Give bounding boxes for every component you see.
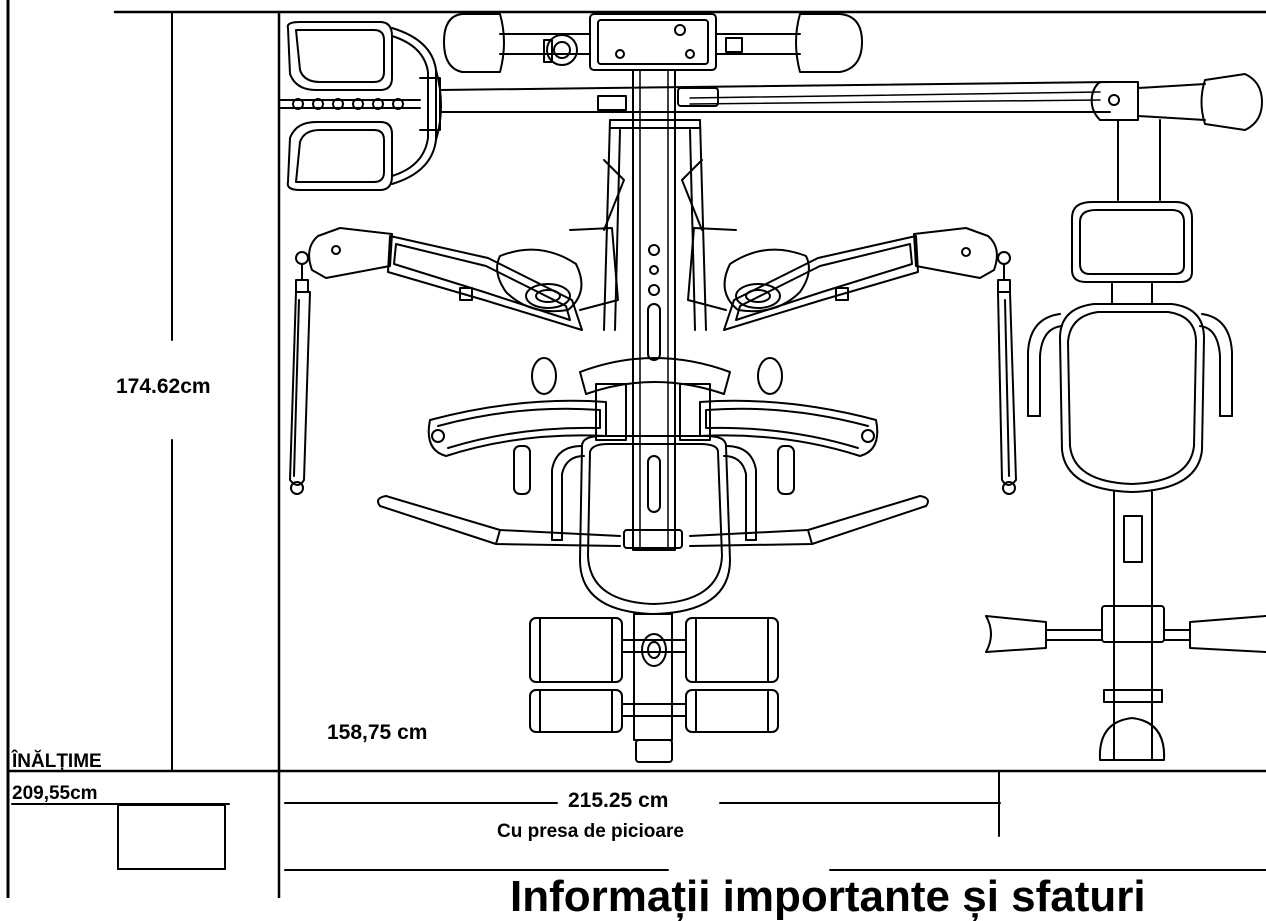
square-icon	[117, 804, 226, 870]
preacher-pad	[427, 357, 879, 495]
main-column	[597, 69, 719, 551]
side-chair	[985, 119, 1266, 761]
section-title: Informații importante și sfaturi	[510, 872, 1146, 921]
home-gym-top-view-drawing	[6, 0, 1266, 898]
top-arm	[439, 73, 1263, 131]
main-seat	[551, 435, 757, 615]
length-dimension-label: 215.25 cm	[568, 789, 669, 812]
total-height-value: 209,55cm	[12, 783, 98, 804]
height-dimension-label: 174.62cm	[116, 375, 211, 398]
frame-lines	[6, 0, 1266, 898]
width-dimension-label: 158,75 cm	[327, 721, 428, 744]
wide-bar	[377, 495, 929, 549]
right-cable-handle	[997, 251, 1017, 495]
total-height-label: ÎNĂLȚIME	[12, 751, 102, 772]
leg-press-note: Cu presa de picioare	[497, 821, 684, 842]
butterfly-pad	[279, 21, 442, 191]
top-crossbar	[443, 13, 863, 73]
leg-press-rollers	[529, 613, 779, 763]
left-cable-handle	[289, 251, 311, 495]
left-press-arm	[308, 159, 625, 331]
right-press-arm	[681, 159, 998, 331]
